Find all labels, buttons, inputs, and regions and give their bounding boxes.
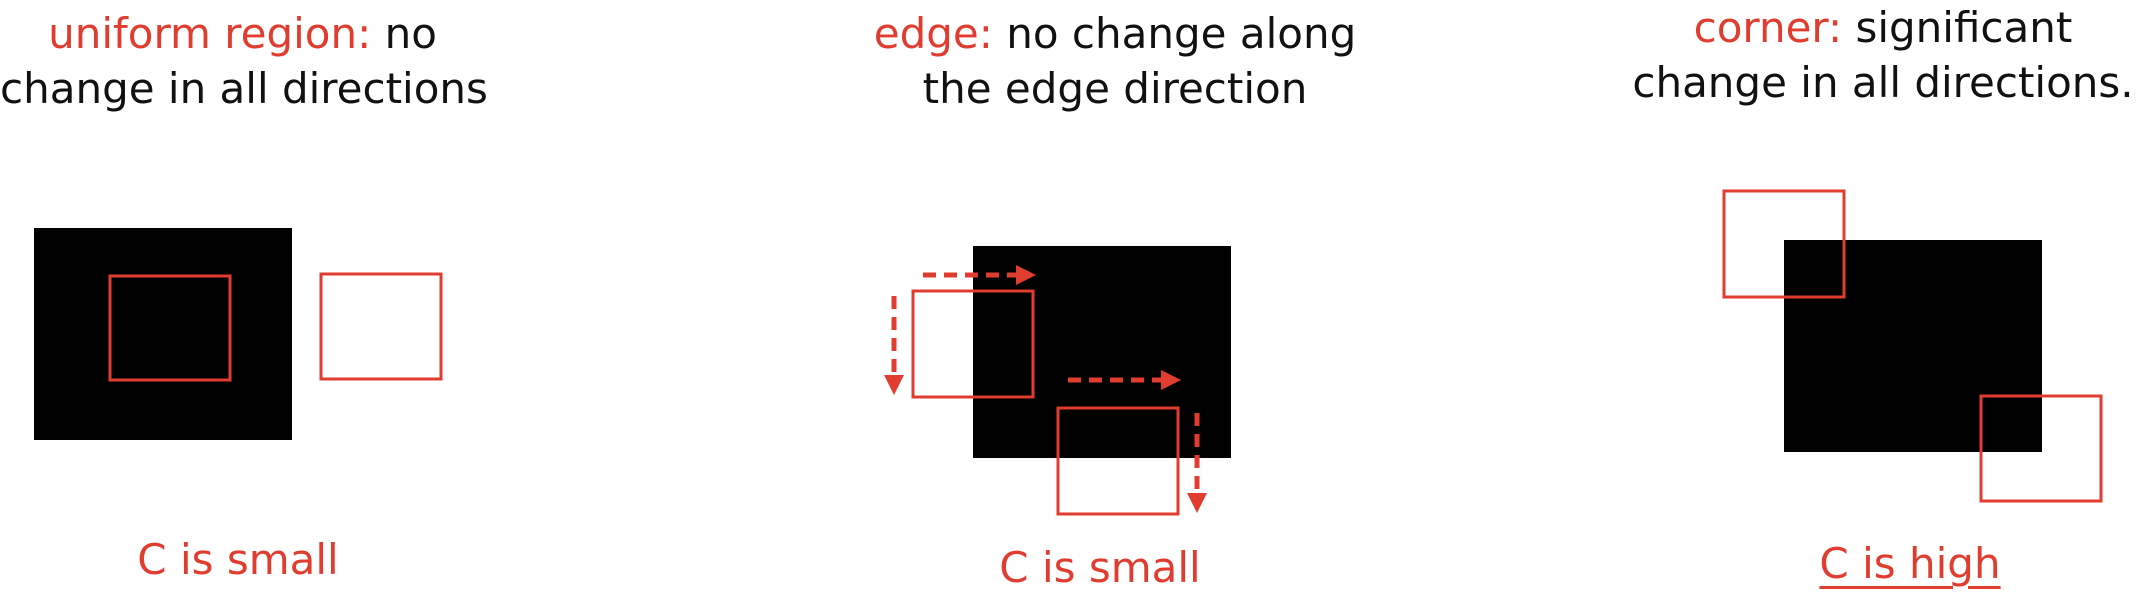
edge-label: edge: bbox=[873, 9, 993, 58]
corner-desc-line2: change in all directions. bbox=[1632, 58, 2134, 107]
uniform-result: C is small bbox=[137, 535, 339, 584]
uniform-window-outside bbox=[319, 272, 443, 381]
edge-window-bottom bbox=[1056, 406, 1180, 516]
corner-caption: corner: significant change in all direct… bbox=[1610, 0, 2156, 110]
uniform-black-square bbox=[34, 228, 292, 440]
corner-desc-line1: significant bbox=[1842, 3, 2073, 52]
uniform-region-caption: uniform region: no change in all directi… bbox=[0, 6, 488, 116]
edge-desc-line1: no change along bbox=[992, 9, 1357, 58]
uniform-region-label: uniform region: bbox=[48, 9, 372, 58]
edge-desc-line2: the edge direction bbox=[922, 64, 1308, 113]
edge-window-left bbox=[911, 289, 1035, 399]
corner-window-bottom-right bbox=[1979, 394, 2103, 503]
corner-window-top-left bbox=[1722, 189, 1846, 299]
edge-caption: edge: no change along the edge direction bbox=[825, 6, 1405, 116]
uniform-region-desc-line2: change in all directions bbox=[0, 64, 488, 113]
uniform-window-inside bbox=[108, 274, 232, 382]
edge-result: C is small bbox=[999, 543, 1201, 592]
corner-label: corner: bbox=[1693, 3, 1843, 52]
uniform-region-desc-line1: no bbox=[371, 9, 437, 58]
edge-black-square bbox=[973, 246, 1231, 458]
corner-black-square bbox=[1784, 240, 2042, 452]
corner-result: C is high bbox=[1819, 539, 2001, 588]
